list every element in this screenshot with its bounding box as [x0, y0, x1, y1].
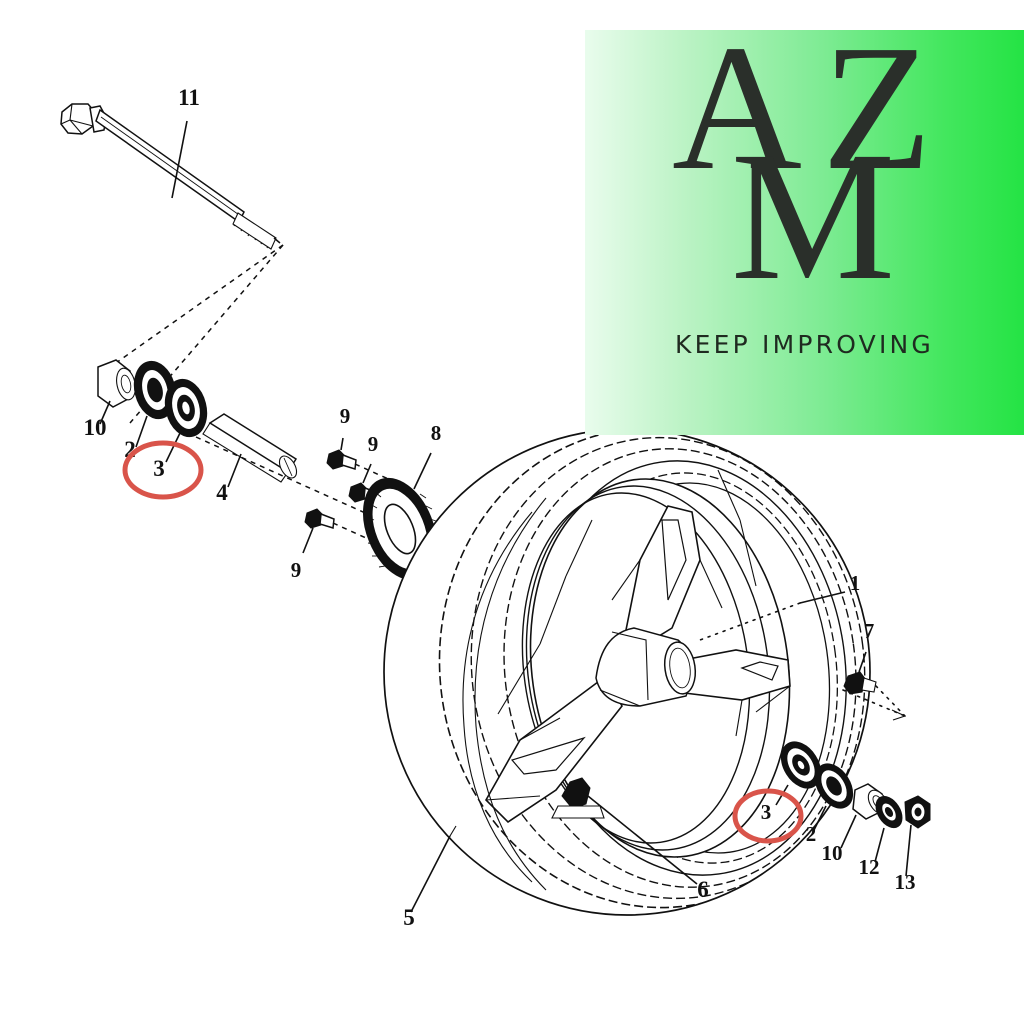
callout-3-right: 3: [761, 800, 772, 824]
cast-wheel-spokes: [462, 469, 791, 891]
callout-labels: 11 10 2 3 4 9 9 9 8 1 7 5 6 3 2 10 12 13: [84, 85, 916, 930]
axle-alignment-line-2: [95, 244, 284, 378]
watermark-azm: A Z M KEEP IMPROVING: [585, 30, 1024, 435]
part-wheel-bearing-right: [775, 741, 822, 806]
part-balance-weight: [551, 777, 605, 819]
wheel-hub: [595, 627, 697, 707]
callout-4: 4: [216, 480, 228, 505]
callout-12: 12: [859, 855, 880, 879]
part-stack-right: [775, 741, 931, 877]
part-collar-left: [97, 359, 136, 425]
callout-7: 7: [864, 619, 875, 643]
callout-11: 11: [178, 85, 200, 110]
watermark-letter-z: Z: [822, 38, 932, 207]
callout-1: 1: [850, 571, 861, 595]
part-oil-seal-right: [813, 763, 854, 831]
callout-8: 8: [431, 421, 442, 445]
highlight-circles: [122, 440, 804, 844]
part-spacer-collar: [202, 413, 298, 488]
callout-9-a: 9: [340, 404, 351, 428]
watermark-monogram: A Z M: [672, 38, 932, 319]
callout-9-b: 9: [368, 432, 379, 456]
watermark-letter-a: A: [672, 38, 802, 207]
callout-6: 6: [697, 877, 709, 902]
callout-2-left: 2: [124, 437, 136, 462]
part-wheel-bearing-left: [164, 378, 208, 463]
part-valve-stem: [842, 651, 906, 721]
highlight-circle-right: [732, 788, 804, 844]
part-axle-nut: [904, 795, 931, 877]
callout-9-c: 9: [291, 558, 302, 582]
callout-2-right: 2: [806, 822, 817, 846]
part-washer: [874, 795, 903, 863]
part-axle-bolt: [60, 103, 281, 250]
highlight-circle-left: [122, 440, 204, 500]
watermark-tagline: KEEP IMPROVING: [675, 330, 934, 359]
callout-10-left: 10: [84, 415, 107, 440]
callout-3-left: 3: [153, 456, 165, 481]
callout-10-right: 10: [822, 841, 843, 865]
callout-5: 5: [403, 905, 415, 930]
callout-13: 13: [895, 870, 916, 894]
watermark-letter-m: M: [731, 114, 896, 319]
